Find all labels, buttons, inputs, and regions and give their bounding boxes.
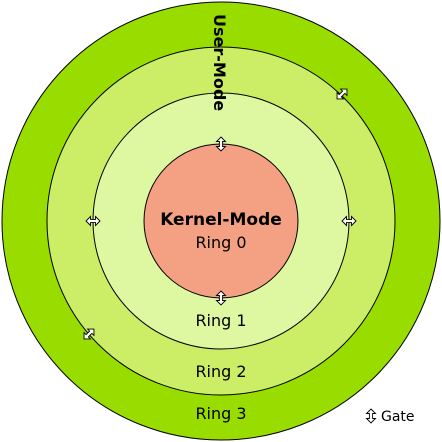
gate-arrow-icon xyxy=(366,408,376,424)
ring-2-label: Ring 2 xyxy=(195,362,246,381)
legend-gate-label: Gate xyxy=(381,409,415,425)
legend: Gate xyxy=(366,408,415,425)
ring-1-label: Ring 1 xyxy=(195,311,246,330)
user-mode-label: User-Mode xyxy=(210,14,229,111)
ring-3-label: Ring 3 xyxy=(195,404,246,423)
kernel-mode-label: Kernel-Mode xyxy=(160,210,282,230)
ring-0-label: Ring 0 xyxy=(195,233,246,252)
